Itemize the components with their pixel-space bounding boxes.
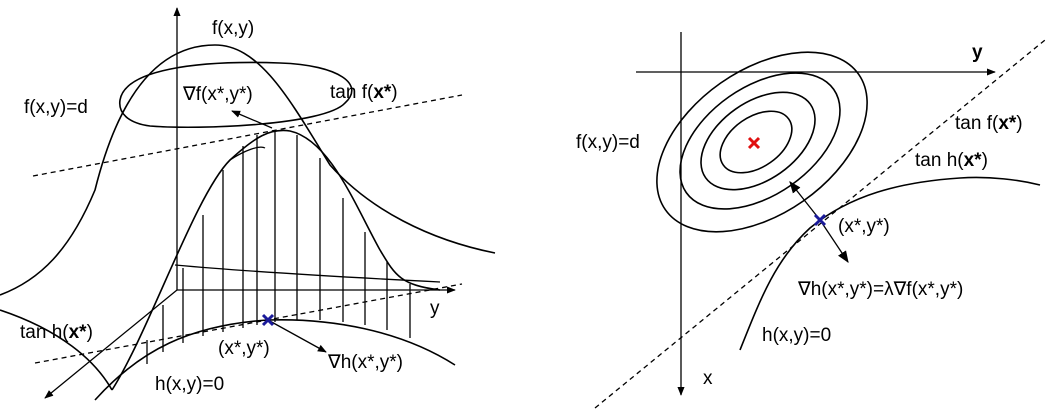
left-tan-h-line — [34, 283, 463, 364]
left-ground-right — [174, 264, 441, 283]
right-x-axis-label: x — [703, 368, 713, 389]
right-grad-h-arrow — [819, 219, 849, 263]
left-surface-outline — [0, 44, 496, 296]
left-constraint-label: h(x,y)=0 — [155, 374, 224, 395]
right-figure: y f(x,y)=d tan f(x*) tan h(x*) (x*,y*) ∇… — [576, 32, 1046, 409]
left-figure: f(x,y) f(x,y)=d ∇f(x*,y*) tan f(x*) y ta… — [0, 7, 496, 401]
right-point-label: (x*,y*) — [838, 216, 890, 237]
right-maximum-marker — [747, 136, 761, 150]
right-constraint-curve — [739, 176, 1041, 351]
left-grad-f-arrow — [231, 110, 273, 129]
right-tan-h-label: tan h(x*) — [915, 150, 988, 171]
right-level-set-label: f(x,y)=d — [576, 132, 640, 153]
left-y-axis-label: y — [430, 298, 440, 319]
left-tan-h-label: tan h(x*) — [20, 322, 93, 343]
left-grad-h-label: ∇h(x*,y*) — [327, 352, 403, 373]
left-grad-f-label: ∇f(x*,y*) — [182, 84, 253, 105]
left-tan-f-label: tan f(x*) — [330, 82, 398, 103]
left-x-axis — [44, 289, 178, 399]
left-fxy-label: f(x,y) — [212, 18, 254, 39]
right-y-axis-label: y — [972, 42, 983, 63]
left-level-set-label: f(x,y)=d — [24, 97, 88, 118]
right-grad-f-arrow — [789, 181, 821, 221]
left-tan-f-line — [32, 94, 463, 177]
left-hatching — [146, 130, 411, 364]
left-ridge-cap — [229, 146, 266, 161]
left-point-label: (x*,y*) — [218, 338, 270, 359]
left-grad-h-arrow — [267, 319, 327, 353]
right-tan-f-label: tan f(x*) — [955, 113, 1023, 134]
right-lagrange-label: ∇h(x*,y*)=λ∇f(x*,y*) — [797, 279, 963, 300]
left-constrained-point-marker — [261, 313, 275, 327]
right-tangent-line — [594, 39, 1046, 409]
right-constrained-point-marker — [813, 213, 827, 227]
left-ground-curve — [0, 309, 113, 391]
right-constraint-label: h(x,y)=0 — [762, 325, 831, 346]
left-level-set-ellipse — [119, 61, 353, 129]
left-constrained-slice — [111, 129, 441, 391]
